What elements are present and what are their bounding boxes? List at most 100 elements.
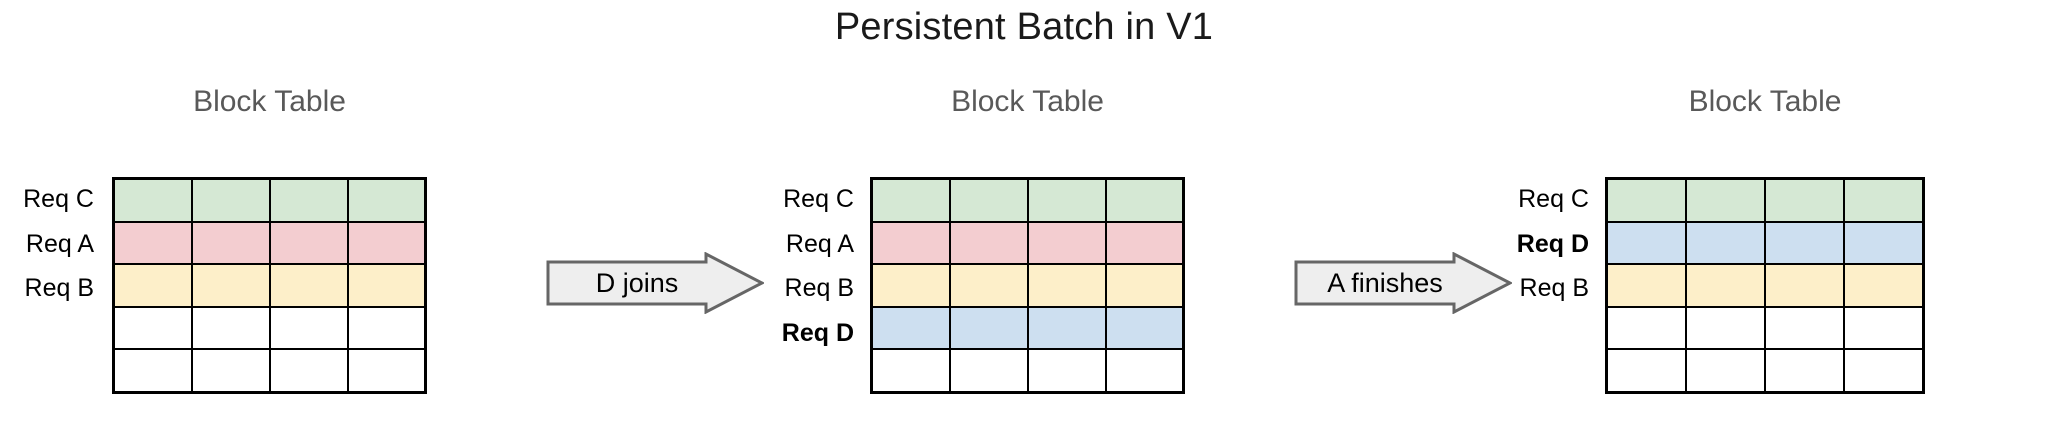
block-cell <box>190 220 271 266</box>
row-label: Req B <box>1519 274 1589 303</box>
table-row <box>1605 305 1925 351</box>
block-cell <box>190 177 271 223</box>
stage-panel-1: Block Table Req C Req A Req B <box>0 0 440 421</box>
table-row <box>870 348 1185 394</box>
block-cell <box>1763 348 1846 394</box>
transition-arrow-1: D joins <box>546 252 764 314</box>
block-cell <box>1605 177 1687 223</box>
block-cell <box>1026 177 1107 223</box>
block-cell <box>190 305 271 351</box>
table-row <box>870 305 1185 351</box>
row-label <box>0 311 104 356</box>
block-cell <box>346 177 427 223</box>
block-table-grid-1 <box>112 177 427 394</box>
block-cell <box>112 305 193 351</box>
block-cell <box>948 305 1029 351</box>
stage-panel-2: Block Table Req C Req A Req B Req D <box>760 0 1200 421</box>
table-row <box>870 220 1185 266</box>
block-cell <box>1605 263 1687 308</box>
row-label: Req C <box>783 185 854 213</box>
block-cell <box>1684 305 1767 351</box>
block-cell <box>346 348 427 394</box>
block-cell <box>1104 220 1185 266</box>
block-cell <box>112 263 193 308</box>
table-row <box>1605 348 1925 394</box>
row-label <box>0 355 104 400</box>
row-label: Req A <box>25 229 94 258</box>
block-cell <box>1104 348 1185 394</box>
block-cell <box>1843 177 1925 223</box>
block-cell <box>1763 177 1846 223</box>
page-title: Persistent Batch in V1 <box>834 6 1214 48</box>
block-cell <box>112 177 193 223</box>
block-cell <box>268 305 349 351</box>
block-cell <box>870 305 951 351</box>
row-label: Req B <box>24 274 94 303</box>
block-cell <box>268 220 349 266</box>
block-cell <box>1843 305 1925 351</box>
block-cell <box>346 220 427 266</box>
row-label <box>760 355 864 400</box>
block-cell <box>346 305 427 351</box>
block-cell <box>1763 220 1846 266</box>
row-label-column-2: Req C Req A Req B Req D <box>760 177 864 400</box>
table-row <box>1605 177 1925 223</box>
row-label: Req D <box>781 318 854 347</box>
block-cell <box>1104 263 1185 308</box>
block-cell <box>1843 263 1925 308</box>
row-label: Req C <box>1518 185 1589 213</box>
block-cell <box>346 263 427 308</box>
block-cell <box>268 177 349 223</box>
row-label: Req D <box>1516 229 1589 258</box>
block-table-grid-2 <box>870 177 1185 394</box>
table-row <box>112 263 427 308</box>
block-cell <box>1684 220 1767 266</box>
block-cell <box>870 177 951 223</box>
block-cell <box>1104 305 1185 351</box>
block-table-title-2: Block Table <box>951 85 1104 118</box>
block-cell <box>112 348 193 394</box>
table-row <box>1605 263 1925 308</box>
table-row <box>112 220 427 266</box>
row-label <box>1495 311 1599 356</box>
block-cell <box>1026 263 1107 308</box>
row-label: Req C <box>23 185 94 213</box>
table-row <box>870 177 1185 223</box>
block-cell <box>190 348 271 394</box>
stage-panel-3: Block Table Req C Req D Req B <box>1495 0 2048 421</box>
row-label: Req B <box>784 274 854 303</box>
block-cell <box>948 348 1029 394</box>
row-label-column-3: Req C Req D Req B <box>1495 177 1599 400</box>
block-cell <box>1763 305 1846 351</box>
block-cell <box>190 263 271 308</box>
block-cell <box>112 220 193 266</box>
table-row <box>1605 220 1925 266</box>
block-cell <box>1843 220 1925 266</box>
block-cell <box>1605 220 1687 266</box>
block-cell <box>1104 177 1185 223</box>
block-cell <box>268 348 349 394</box>
block-cell <box>870 220 951 266</box>
block-cell <box>1605 348 1687 394</box>
right-arrow-icon <box>546 252 764 314</box>
block-cell <box>1026 348 1107 394</box>
transition-arrow-2: A finishes <box>1294 252 1512 314</box>
block-cell <box>1684 348 1767 394</box>
block-cell <box>870 263 951 308</box>
block-cell <box>1605 305 1687 351</box>
table-row <box>112 348 427 394</box>
block-table-grid-3 <box>1605 177 1925 394</box>
table-row <box>112 177 427 223</box>
block-table-title-3: Block Table <box>1688 85 1842 118</box>
block-cell <box>1684 177 1767 223</box>
block-cell <box>1763 263 1846 308</box>
block-cell <box>1026 220 1107 266</box>
block-cell <box>870 348 951 394</box>
block-cell <box>1843 348 1925 394</box>
block-cell <box>948 263 1029 308</box>
block-cell <box>1684 263 1767 308</box>
table-row <box>112 305 427 351</box>
row-label: Req A <box>785 229 854 258</box>
block-cell <box>948 220 1029 266</box>
block-table-title-1: Block Table <box>193 85 346 118</box>
